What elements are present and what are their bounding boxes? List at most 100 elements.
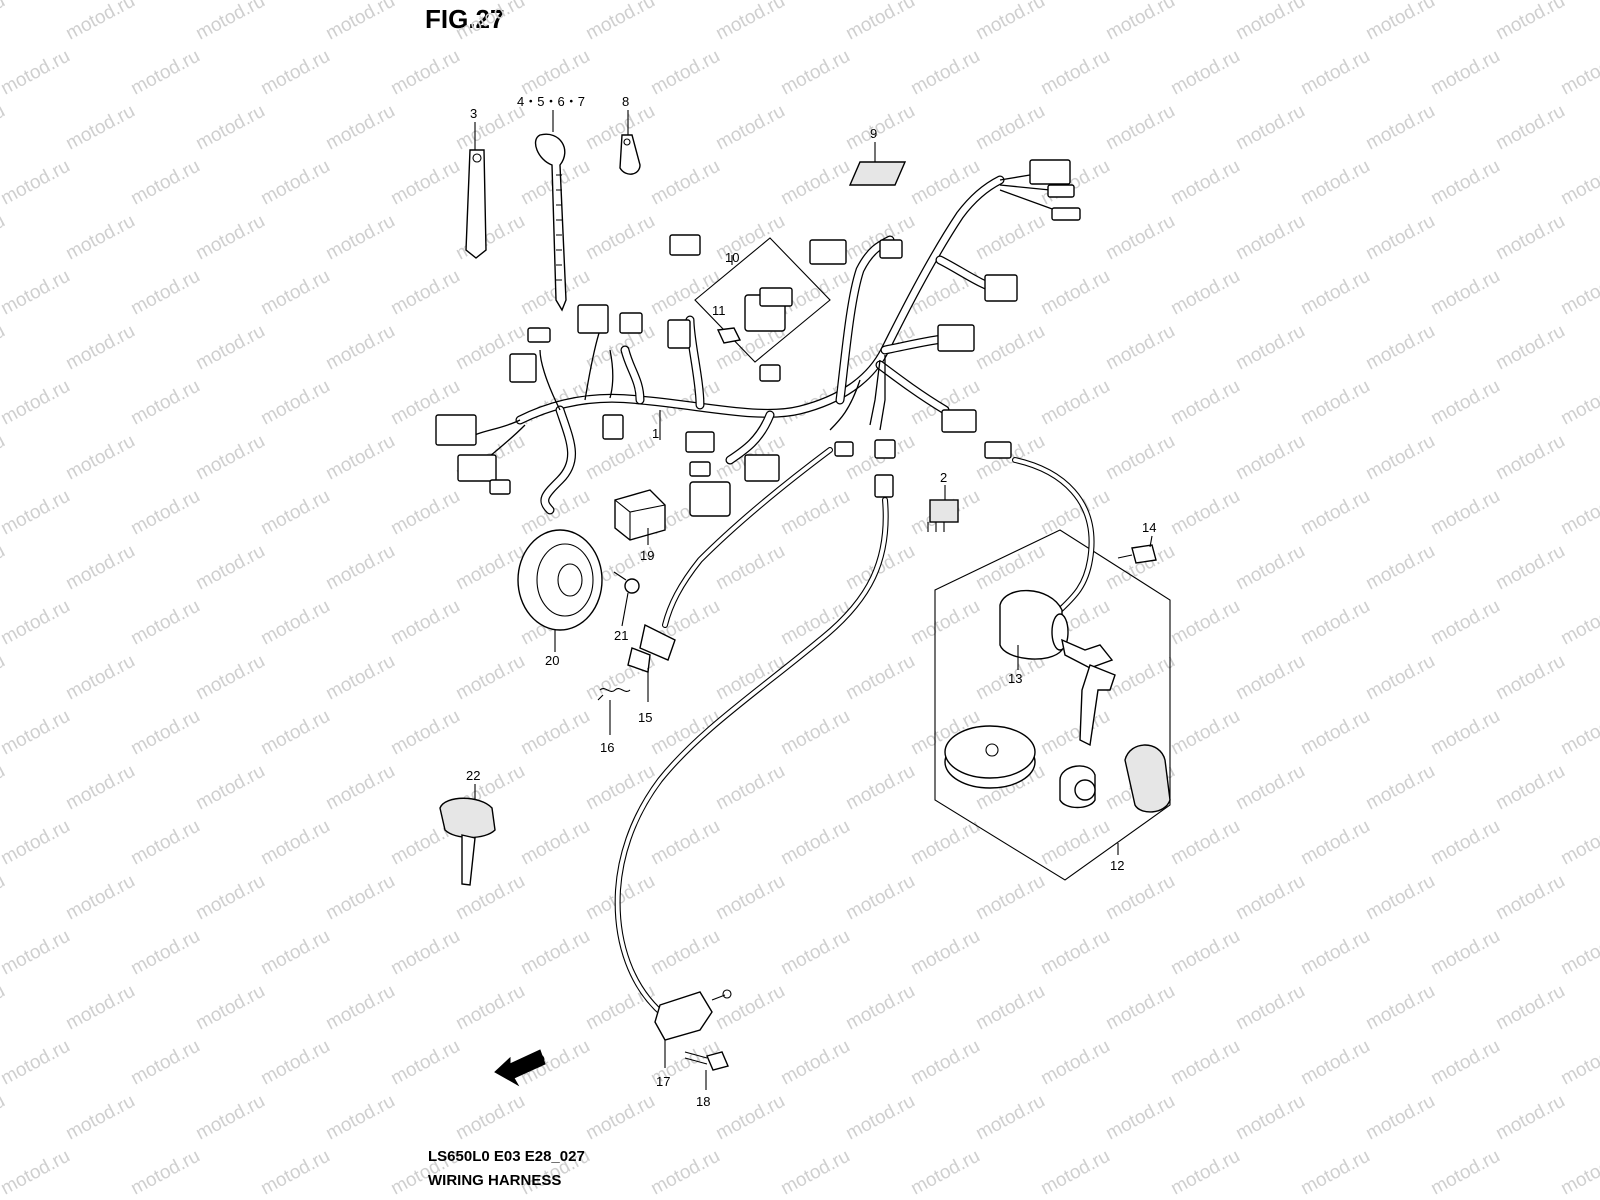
watermark-text: motod.ru — [1557, 376, 1600, 430]
part-19-relay — [614, 489, 666, 541]
watermark-text: motod.ru — [1362, 211, 1438, 265]
watermark-text: motod.ru — [1492, 871, 1568, 925]
watermark-text: motod.ru — [1492, 0, 1568, 44]
watermark-text: motod.ru — [1102, 871, 1178, 925]
watermark-text: motod.ru — [1362, 101, 1438, 155]
watermark-text: motod.ru — [777, 156, 853, 210]
watermark-text: motod.ru — [842, 761, 918, 815]
watermark-text: motod.ru — [1492, 1091, 1568, 1145]
watermark-text: motod.ru — [1492, 431, 1568, 485]
callout-20: 20 — [545, 653, 559, 668]
watermark-text: motod.ru — [1427, 46, 1503, 100]
watermark-text: motod.ru — [907, 816, 983, 870]
watermark-text: motod.ru — [257, 1146, 333, 1200]
watermark-text: motod.ru — [0, 761, 9, 815]
watermark-text: motod.ru — [452, 651, 528, 705]
watermark-text: motod.ru — [1557, 816, 1600, 870]
watermark-text: motod.ru — [1037, 1146, 1113, 1200]
callout-19: 19 — [640, 548, 654, 563]
watermark-text: motod.ru — [1362, 871, 1438, 925]
watermark-text: motod.ru — [1427, 156, 1503, 210]
watermark-text: motod.ru — [1232, 981, 1308, 1035]
watermark-text: motod.ru — [1557, 1036, 1600, 1090]
watermark-text: motod.ru — [1557, 46, 1600, 100]
watermark-text: motod.ru — [1492, 651, 1568, 705]
watermark-text: motod.ru — [62, 871, 138, 925]
watermark-text: motod.ru — [1037, 816, 1113, 870]
watermark-text: motod.ru — [0, 321, 9, 375]
watermark-text: motod.ru — [452, 541, 528, 595]
watermark-text: motod.ru — [1557, 706, 1600, 760]
part-15-16-switch-cable — [597, 447, 833, 701]
watermark-text: motod.ru — [452, 981, 528, 1035]
watermark-text: motod.ru — [712, 541, 788, 595]
watermark-text: motod.ru — [777, 46, 853, 100]
watermark-text: motod.ru — [257, 376, 333, 430]
watermark-text: motod.ru — [1427, 816, 1503, 870]
callout-21: 21 — [614, 628, 628, 643]
watermark-text: motod.ru — [0, 816, 74, 870]
watermark-text: motod.ru — [0, 376, 74, 430]
part-2-connector-block — [927, 499, 959, 532]
watermark-text: motod.ru — [972, 211, 1048, 265]
watermark-text: motod.ru — [0, 981, 9, 1035]
watermark-text: motod.ru — [907, 596, 983, 650]
watermark-text: motod.ru — [257, 926, 333, 980]
callout-4-7: 4・5・6・7 — [517, 94, 585, 109]
watermark-text: motod.ru — [1232, 211, 1308, 265]
watermark-text: motod.ru — [192, 101, 268, 155]
watermark-text: motod.ru — [0, 156, 74, 210]
part-17-switch — [654, 989, 732, 1041]
watermark-text: motod.ru — [1297, 706, 1373, 760]
watermark-text: motod.ru — [1297, 596, 1373, 650]
watermark-text: motod.ru — [0, 101, 9, 155]
watermark-text: motod.ru — [1492, 541, 1568, 595]
watermark-text: motod.ru — [712, 871, 788, 925]
watermark-text: motod.ru — [62, 651, 138, 705]
watermark-text: motod.ru — [322, 211, 398, 265]
watermark-text: motod.ru — [1557, 926, 1600, 980]
watermark-text: motod.ru — [322, 431, 398, 485]
watermark-text: motod.ru — [777, 926, 853, 980]
watermark-text: motod.ru — [582, 211, 658, 265]
watermark-text: motod.ru — [1427, 706, 1503, 760]
watermark-text: motod.ru — [1297, 1036, 1373, 1090]
watermark-text: motod.ru — [842, 651, 918, 705]
watermark-text: motod.ru — [842, 0, 918, 44]
watermark-text: motod.ru — [452, 0, 528, 44]
watermark-text: motod.ru — [777, 1146, 853, 1200]
watermark-text: motod.ru — [0, 871, 9, 925]
watermark-text: motod.ru — [1297, 376, 1373, 430]
watermark-text: motod.ru — [0, 596, 74, 650]
callout-14: 14 — [1142, 520, 1156, 535]
watermark-text: motod.ru — [1297, 266, 1373, 320]
watermark-text: motod.ru — [387, 486, 463, 540]
part-4-7-cable-tie — [534, 133, 567, 312]
watermark-text: motod.ru — [1232, 541, 1308, 595]
watermark-text: motod.ru — [192, 431, 268, 485]
watermark-text: motod.ru — [0, 541, 9, 595]
watermark-text: motod.ru — [1037, 706, 1113, 760]
watermark-text: motod.ru — [192, 1091, 268, 1145]
watermark-text: motod.ru — [1167, 926, 1243, 980]
callout-3: 3 — [470, 106, 477, 121]
watermark-text: motod.ru — [0, 46, 74, 100]
part-8-clip — [619, 134, 641, 175]
watermark-text: motod.ru — [1167, 1146, 1243, 1200]
part-13-ignition-switch — [999, 589, 1116, 747]
callout-10: 10 — [725, 250, 739, 265]
part-21-screw — [613, 571, 640, 594]
callout-18: 18 — [696, 1094, 710, 1109]
callout-12: 12 — [1110, 858, 1124, 873]
watermark-text: motod.ru — [257, 46, 333, 100]
watermark-text: motod.ru — [192, 871, 268, 925]
watermark-text: motod.ru — [907, 1036, 983, 1090]
watermark-text: motod.ru — [517, 706, 593, 760]
watermark-text: motod.ru — [582, 1091, 658, 1145]
watermark-text: motod.ru — [1037, 926, 1113, 980]
watermark-text: motod.ru — [777, 1036, 853, 1090]
part-10-fuse-box-assembly — [667, 237, 831, 363]
watermark-text: motod.ru — [387, 46, 463, 100]
harness-connectors — [435, 159, 1081, 517]
watermark-text: motod.ru — [1362, 321, 1438, 375]
